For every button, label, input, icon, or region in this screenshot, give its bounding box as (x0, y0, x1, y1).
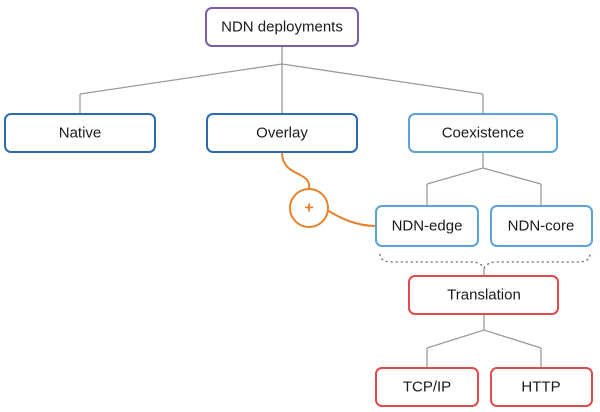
node-translation[interactable]: Translation (408, 275, 559, 315)
node-root[interactable]: NDN deployments (205, 7, 359, 47)
node-ndn-core[interactable]: NDN-core (490, 205, 593, 247)
node-native[interactable]: Native (4, 113, 156, 153)
node-ndn-core-label: NDN-core (508, 218, 575, 235)
plus-circle-icon: + (289, 188, 329, 228)
dotted-brace (379, 253, 591, 270)
overlay-edge-link-upper (281, 151, 311, 190)
node-coexistence[interactable]: Coexistence (408, 113, 558, 153)
node-tcp-ip[interactable]: TCP/IP (375, 367, 479, 407)
node-coexistence-label: Coexistence (442, 125, 525, 142)
node-native-label: Native (59, 125, 102, 142)
connector-translation-bar (426, 329, 542, 349)
coexistence-connectors (426, 152, 542, 206)
node-overlay-label: Overlay (256, 125, 308, 142)
plus-symbol: + (304, 200, 313, 217)
root-connectors (79, 46, 484, 114)
node-http-label: HTTP (521, 379, 560, 396)
node-root-label: NDN deployments (221, 19, 343, 36)
node-overlay[interactable]: Overlay (206, 113, 358, 153)
node-ndn-edge-label: NDN-edge (392, 218, 463, 235)
node-tcp-ip-label: TCP/IP (403, 379, 451, 396)
node-translation-label: Translation (447, 287, 521, 304)
overlay-edge-link-lower (326, 209, 377, 227)
connector-coexistence-bar (426, 167, 542, 185)
translation-connectors (426, 314, 542, 368)
node-ndn-edge[interactable]: NDN-edge (375, 205, 479, 247)
node-http[interactable]: HTTP (490, 367, 593, 407)
